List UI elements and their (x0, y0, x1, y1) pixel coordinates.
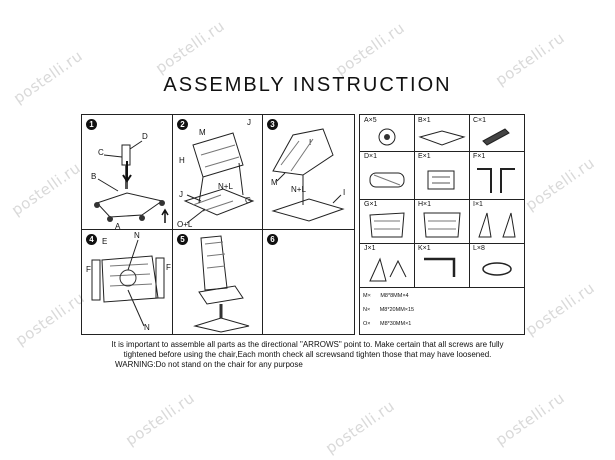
step-4: 4 E N F F N (82, 230, 173, 334)
note-line: It is important to assemble all parts as… (111, 340, 504, 349)
note-line: tightened before using the chair,Each mo… (123, 350, 492, 359)
parts-list-panel: A×5 B×1 C×1 D×1 E×1 F×1 G×1 H×1 I×1 J×1 … (359, 114, 525, 335)
part-label: J×1 (364, 245, 376, 252)
part-A: A×5 (360, 115, 414, 151)
part-D: D×1 (360, 151, 414, 199)
watermark: postelli.ru (152, 16, 228, 78)
part-L: L×8 (469, 243, 524, 287)
watermark: postelli.ru (522, 278, 598, 340)
part-label: N+L (291, 185, 306, 194)
step-number: 2 (177, 119, 188, 130)
part-J: J×1 (360, 243, 414, 287)
step-2-illustration: M J H N+L J G O+L (177, 118, 255, 229)
part-label: E (102, 237, 107, 246)
part-G: G×1 (360, 199, 414, 243)
part-F: F×1 (469, 151, 524, 199)
part-label: M (271, 178, 278, 187)
part-label: B (91, 172, 96, 181)
hardware-row: O× M8*30MM×1 (363, 321, 412, 327)
part-label: D×1 (364, 153, 378, 160)
step-number: 5 (177, 234, 188, 245)
part-label: D (142, 132, 148, 141)
hardware-row: M× M8*8MM×4 (363, 293, 409, 299)
part-label: O+L (177, 220, 193, 229)
part-label: F (86, 265, 91, 274)
part-E: E×1 (414, 151, 469, 199)
step-3: 3 I M N+L I (263, 115, 354, 230)
part-label: J (179, 190, 183, 199)
part-label: K×1 (418, 245, 431, 252)
part-label: L×8 (473, 245, 485, 252)
notes: It is important to assemble all parts as… (0, 340, 615, 370)
part-label: F×1 (473, 153, 486, 160)
step-5: 5 (173, 230, 263, 334)
part-label: J (247, 118, 251, 127)
watermark: postelli.ru (492, 388, 568, 450)
part-label: N (134, 231, 140, 240)
part-label: G (245, 196, 251, 205)
watermark: postelli.ru (522, 153, 598, 215)
warning-line: WARNING:Do not stand on the chair for an… (115, 360, 303, 369)
part-label: C×1 (473, 117, 487, 124)
step-number: 1 (86, 119, 97, 130)
step-5-illustration (193, 235, 250, 333)
watermark: postelli.ru (322, 396, 398, 458)
part-label: A×5 (364, 117, 377, 124)
part-label: A (115, 222, 121, 230)
assembly-steps-panel: 1 D C B A 2 M J H N+L J G O+L (81, 114, 355, 335)
part-H: H×1 (414, 199, 469, 243)
step-2: 2 M J H N+L J G O+L (173, 115, 263, 230)
watermark: postelli.ru (8, 158, 84, 220)
part-label: H×1 (418, 201, 432, 208)
part-label: N+L (218, 182, 233, 191)
part-label: N (144, 323, 150, 332)
step-4-illustration: E N F F N (86, 231, 171, 332)
step-number: 6 (267, 234, 278, 245)
part-label: I×1 (473, 201, 483, 208)
part-label: E×1 (418, 153, 431, 160)
step-1: 1 D C B A (82, 115, 173, 231)
step-number: 3 (267, 119, 278, 130)
part-C: C×1 (469, 115, 524, 151)
step-number: 4 (86, 234, 97, 245)
part-label: M (199, 128, 206, 137)
part-label: F (166, 263, 171, 272)
page-title: ASSEMBLY INSTRUCTION (163, 74, 452, 96)
part-label: G×1 (364, 201, 378, 208)
part-B: B×1 (414, 115, 469, 151)
step-3-illustration: I M N+L I (271, 128, 345, 222)
part-label: I (343, 188, 345, 197)
step-1-illustration: D C B A (91, 132, 169, 231)
part-K: K×1 (414, 243, 469, 287)
watermark: postelli.ru (332, 18, 408, 80)
hardware-row: N× M8*20MM×15 (363, 307, 415, 313)
part-label: H (179, 156, 185, 165)
part-label: B×1 (418, 117, 431, 124)
part-I: I×1 (469, 199, 524, 243)
step-6: 6 (263, 230, 354, 334)
part-label: C (98, 148, 104, 157)
watermark: postelli.ru (122, 388, 198, 450)
